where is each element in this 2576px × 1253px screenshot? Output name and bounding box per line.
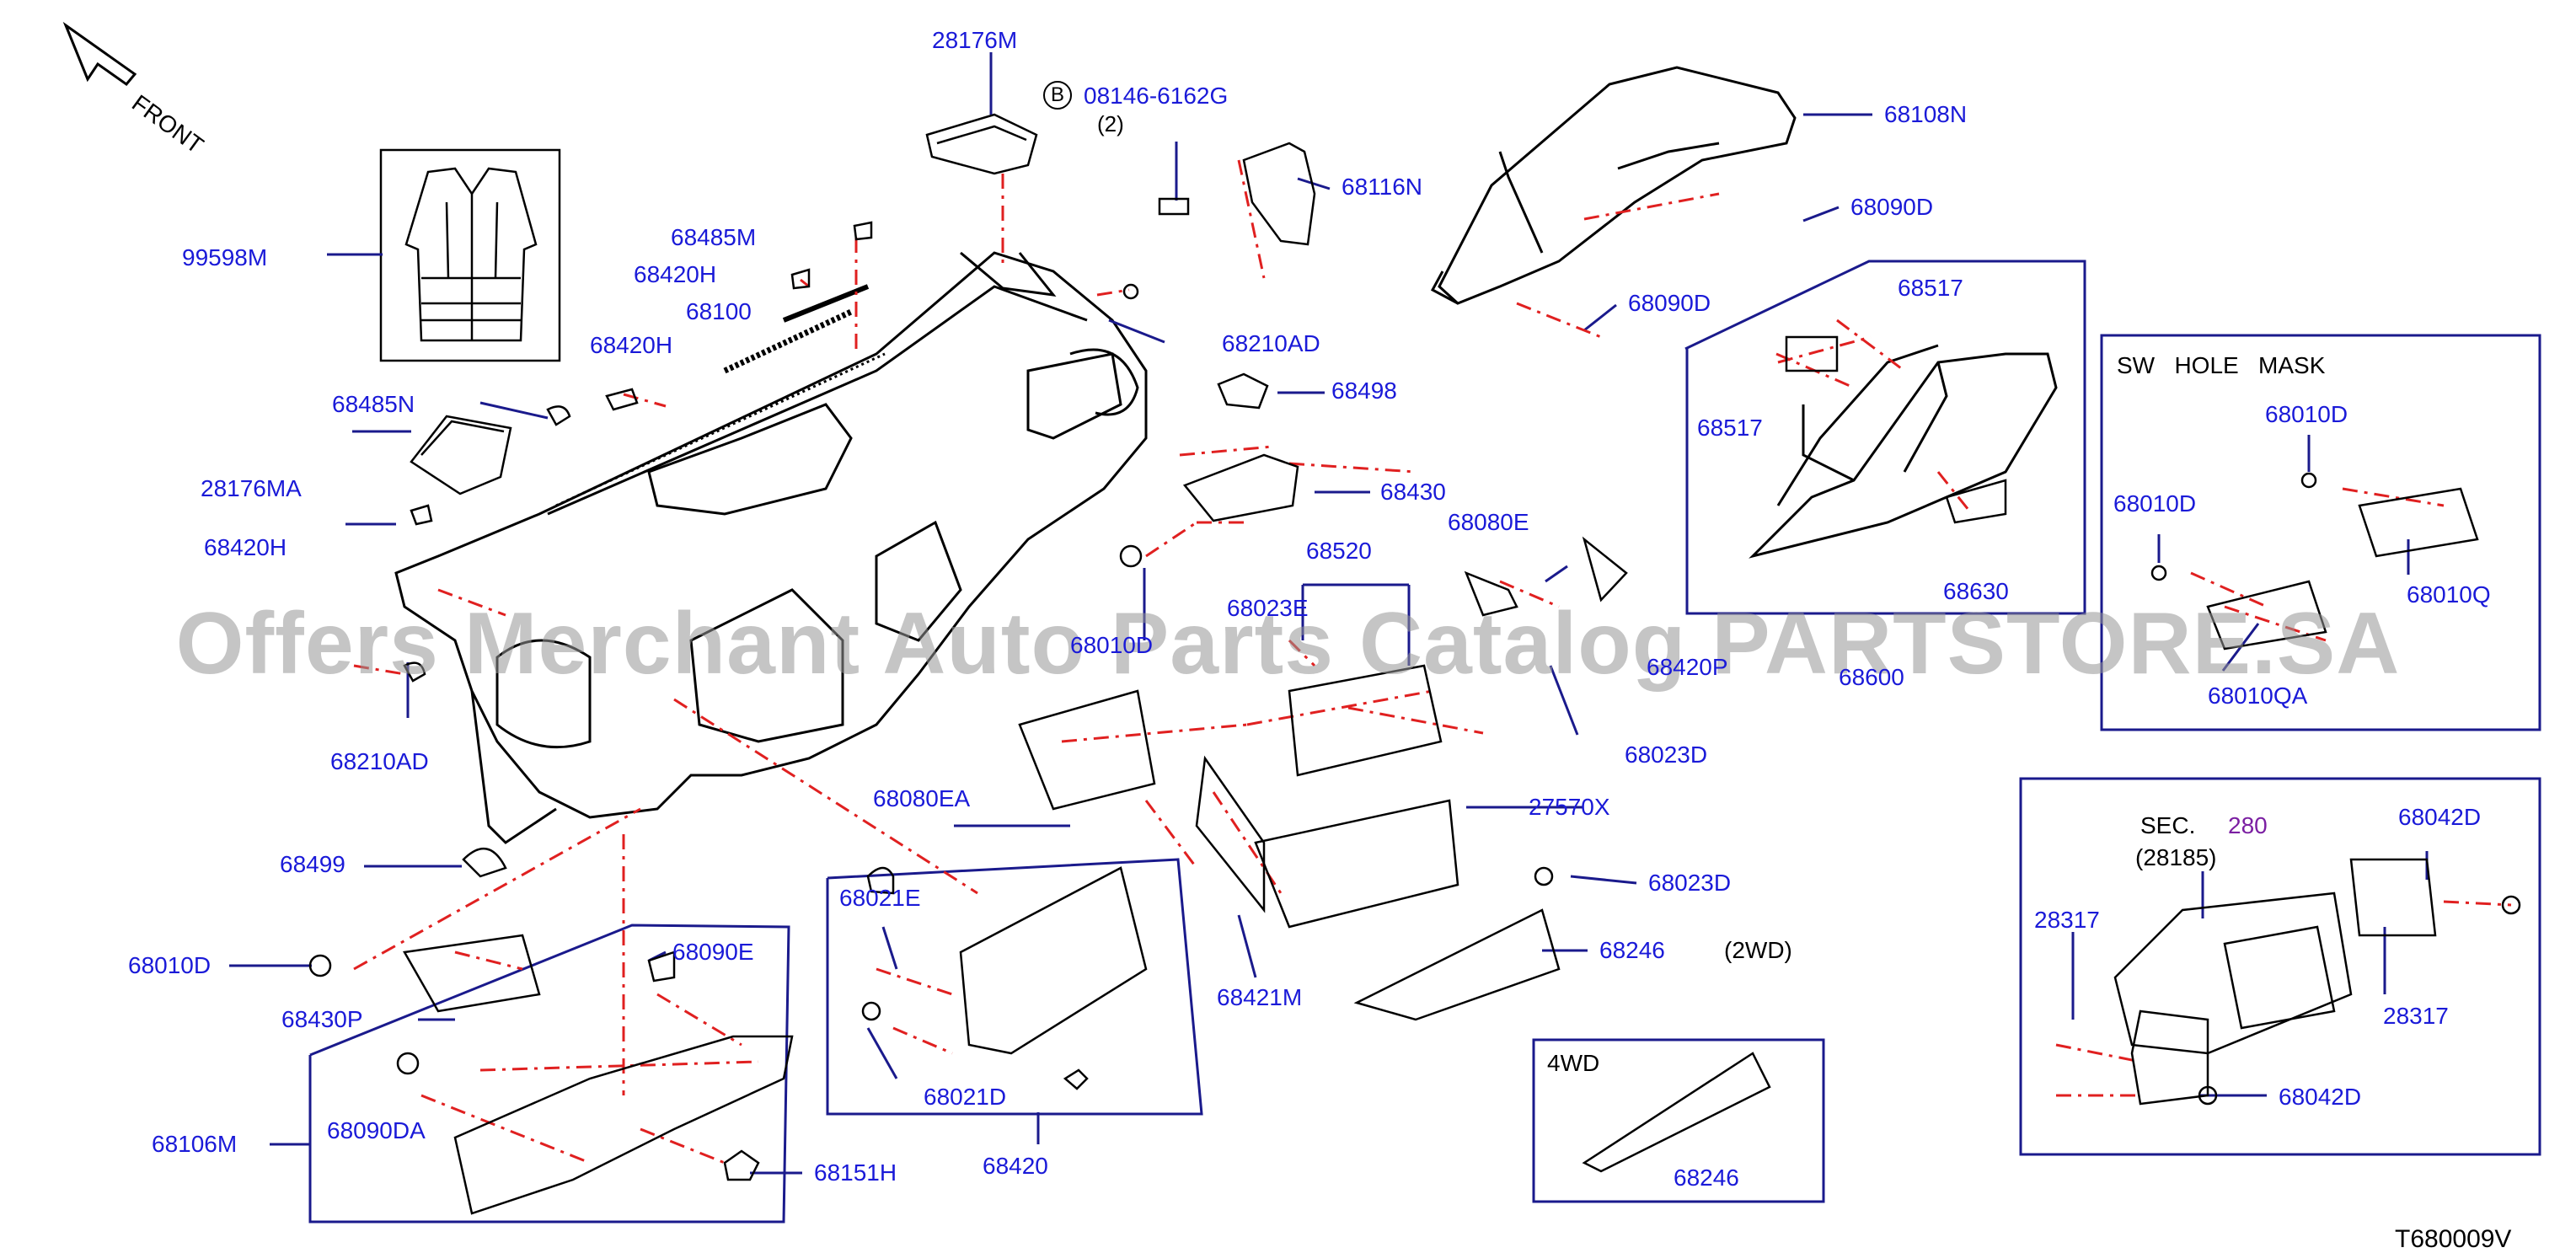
- part-label-68430[interactable]: 68430: [1380, 479, 1446, 505]
- assembly-dash-lines: [353, 159, 2512, 1165]
- part-label-68042D-a[interactable]: 68042D: [2398, 804, 2482, 830]
- part-label-68420H-b[interactable]: 68420H: [590, 332, 673, 358]
- section-subref: (28185): [2135, 844, 2217, 870]
- part-label-68517-a[interactable]: 68517: [1898, 275, 1963, 301]
- part-label-27570X[interactable]: 27570X: [1529, 794, 1610, 820]
- part-label-68023D-a[interactable]: 68023D: [1625, 742, 1708, 768]
- part-label-28317-b[interactable]: 28317: [2383, 1003, 2449, 1029]
- part-label-68042D-b[interactable]: 68042D: [2279, 1084, 2362, 1110]
- part-label-68010D-c[interactable]: 68010D: [2265, 401, 2348, 427]
- part-label-28176M[interactable]: 28176M: [932, 27, 1018, 53]
- part-68108N-icon: [1430, 66, 1797, 305]
- part-label-68246-b[interactable]: 68246: [1674, 1165, 1739, 1191]
- part-label-68116N[interactable]: 68116N: [1342, 174, 1423, 200]
- diagram-boxes: [308, 260, 2541, 1224]
- part-label-68010D-d[interactable]: 68010D: [2113, 490, 2197, 517]
- part-label-68485M[interactable]: 68485M: [671, 224, 757, 250]
- front-arrow-icon: [62, 21, 137, 87]
- part-label-28317-a[interactable]: 28317: [2034, 907, 2100, 933]
- part-label-68010D-a[interactable]: 68010D: [1070, 632, 1154, 658]
- part-28176MA-icon: [410, 415, 512, 495]
- section-prefix: SEC.: [2140, 812, 2196, 838]
- bolt-quantity: (2): [1097, 111, 1124, 137]
- part-label-68246-a[interactable]: 68246: [1599, 937, 1665, 963]
- bolt-badge: B: [1043, 81, 1072, 110]
- part-label-68600[interactable]: 68600: [1839, 664, 1904, 690]
- part-28176M-icon: [925, 113, 1038, 175]
- part-label-68090D-a[interactable]: 68090D: [1850, 194, 1934, 220]
- part-label-68210AD-b[interactable]: 68210AD: [330, 748, 429, 774]
- part-label-68100[interactable]: 68100: [686, 298, 752, 324]
- 4wd-title: 4WD: [1547, 1050, 1600, 1076]
- part-label-68080E[interactable]: 68080E: [1448, 509, 1529, 535]
- bolt-part-number[interactable]: 08146-6162G: [1084, 83, 1229, 109]
- part-label-68499[interactable]: 68499: [280, 851, 345, 877]
- section-number-link[interactable]: 280: [2228, 812, 2268, 838]
- part-label-68023E[interactable]: 68023E: [1227, 595, 1309, 621]
- part-label-68021D[interactable]: 68021D: [924, 1084, 1007, 1110]
- part-label-68108N[interactable]: 68108N: [1884, 101, 1968, 127]
- safety-vest-icon: [379, 148, 561, 362]
- part-label-68010QA[interactable]: 68010QA: [2208, 683, 2308, 709]
- part-label-68420H-a[interactable]: 68420H: [634, 261, 717, 287]
- part-label-99598M[interactable]: 99598M: [182, 244, 268, 270]
- part-label-68420[interactable]: 68420: [983, 1153, 1048, 1179]
- part-label-68010Q[interactable]: 68010Q: [2407, 581, 2491, 608]
- leader-lines: [229, 52, 2429, 1175]
- part-label-68420H-c[interactable]: 68420H: [204, 534, 287, 560]
- part-label-68151H[interactable]: 68151H: [814, 1159, 897, 1186]
- part-label-68630[interactable]: 68630: [1943, 578, 2009, 604]
- part-label-28176MA[interactable]: 28176MA: [201, 475, 302, 501]
- part-label-68421M[interactable]: 68421M: [1217, 984, 1303, 1010]
- part-label-68498[interactable]: 68498: [1331, 378, 1397, 404]
- part-label-68210AD-a[interactable]: 68210AD: [1222, 330, 1320, 356]
- part-label-68520[interactable]: 68520: [1306, 538, 1372, 564]
- part-label-68090DA[interactable]: 68090DA: [327, 1117, 426, 1143]
- part-label-68021E[interactable]: 68021E: [839, 885, 921, 911]
- part-label-68090E[interactable]: 68090E: [672, 939, 754, 965]
- part-label-68023D-b[interactable]: 68023D: [1648, 870, 1732, 896]
- 2wd-note: (2WD): [1724, 937, 1792, 963]
- part-shapes: [308, 142, 2521, 1215]
- sw-hole-mask-title: SW HOLE MASK: [2117, 352, 2326, 378]
- part-label-68090D-b[interactable]: 68090D: [1628, 290, 1711, 316]
- diagram-code: T680009V: [2395, 1225, 2512, 1253]
- part-label-68106M[interactable]: 68106M: [152, 1131, 238, 1157]
- part-label-68080EA[interactable]: 68080EA: [873, 785, 971, 811]
- part-label-68420P[interactable]: 68420P: [1647, 654, 1728, 680]
- part-68600-icon: [1749, 344, 2058, 559]
- part-label-68010D-b[interactable]: 68010D: [128, 952, 212, 978]
- part-label-68517-b[interactable]: 68517: [1697, 415, 1763, 441]
- part-label-68485N[interactable]: 68485N: [332, 391, 415, 417]
- part-label-68430P[interactable]: 68430P: [281, 1006, 363, 1032]
